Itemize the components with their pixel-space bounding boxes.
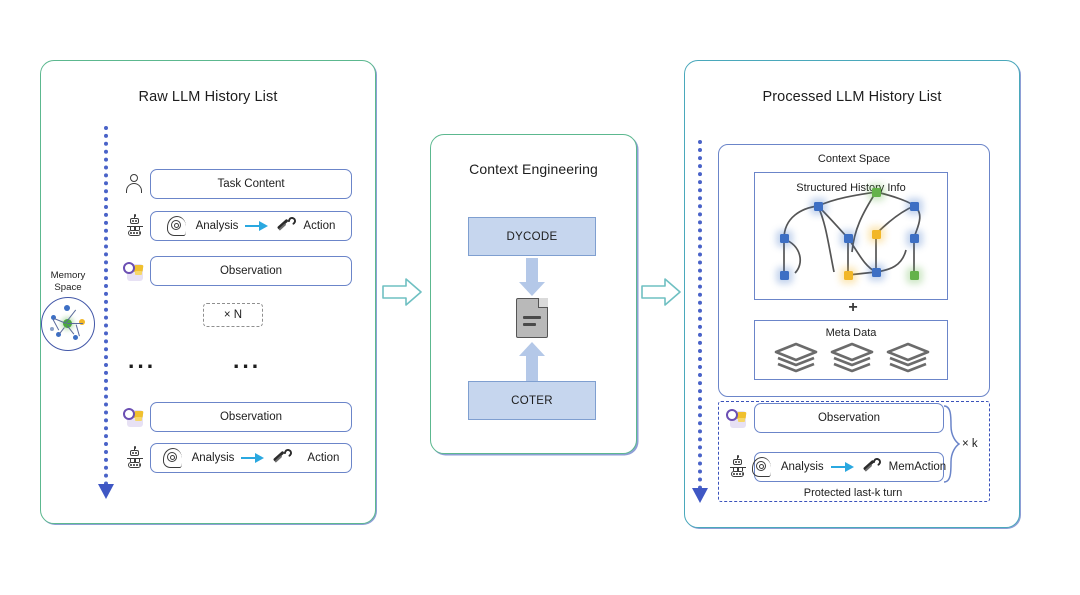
analysis-action-box[interactable]: Analysis Action	[150, 443, 352, 473]
brain-gear-icon	[166, 216, 189, 236]
meta-data-box: Meta Data	[754, 320, 948, 380]
pipeline-arrow-1	[382, 277, 422, 307]
observation-box[interactable]: Observation	[754, 403, 944, 433]
group-brace-icon	[942, 404, 961, 489]
person-icon	[119, 169, 149, 199]
wrench-icon	[276, 215, 298, 236]
task-content-box[interactable]: Task Content	[150, 169, 352, 199]
timeline-dots	[104, 126, 108, 486]
analysis-memaction-box[interactable]: Analysis MemAction	[751, 452, 947, 482]
list-item[interactable]: Task Content	[119, 169, 352, 199]
analysis-label: Analysis	[195, 220, 239, 232]
raw-history-title: Raw LLM History List	[138, 89, 278, 105]
action-label: Action	[307, 452, 340, 464]
robot-icon	[722, 452, 752, 482]
ellipsis-right: ...	[233, 347, 262, 373]
raw-history-timeline	[98, 126, 114, 499]
context-space-label: Context Space	[817, 153, 891, 165]
list-item[interactable]: Observation	[722, 403, 944, 433]
coter-block[interactable]: COTER	[468, 381, 596, 420]
processed-history-timeline	[692, 140, 708, 503]
layers-stack-icon	[886, 342, 930, 376]
action-label: Action	[303, 220, 336, 232]
memory-space-label-line1: Memory	[50, 270, 86, 281]
wrench-icon	[272, 447, 294, 468]
timeline-dots	[698, 140, 702, 490]
repeat-chip: × N	[203, 303, 263, 327]
meta-data-label: Meta Data	[825, 327, 877, 339]
wrench-icon	[862, 456, 883, 477]
list-item[interactable]: Analysis Action	[119, 443, 352, 473]
context-engineering-title: Context Engineering	[469, 161, 598, 177]
robot-icon	[119, 443, 149, 473]
observation-icon	[119, 402, 149, 432]
arrow-down-icon	[519, 258, 545, 296]
ellipsis-left: ...	[128, 347, 157, 373]
observation-box[interactable]: Observation	[150, 402, 352, 432]
document-icon	[516, 298, 548, 338]
brain-gear-icon	[162, 448, 185, 468]
protected-last-k-caption: Protected last-k turn	[803, 487, 903, 499]
memory-space: Memory Space	[40, 270, 96, 351]
memory-graph-icon	[41, 297, 95, 351]
observation-box[interactable]: Observation	[150, 256, 352, 286]
layers-stack-icon	[774, 342, 818, 376]
knowledge-graph-icon	[754, 172, 946, 298]
memory-space-label-line2: Space	[54, 281, 82, 293]
memaction-label: MemAction	[888, 461, 947, 473]
dycode-block[interactable]: DYCODE	[468, 217, 596, 256]
observation-icon	[722, 403, 752, 433]
timeline-arrow-icon	[692, 488, 708, 503]
layers-stack-icon	[830, 342, 874, 376]
analysis-action-box[interactable]: Analysis Action	[150, 211, 352, 241]
multiplier-label: × k	[962, 438, 978, 450]
arrow-right-icon	[241, 452, 265, 464]
analysis-label: Analysis	[780, 461, 824, 473]
timeline-arrow-icon	[98, 484, 114, 499]
brain-gear-icon	[751, 457, 774, 477]
processed-history-title: Processed LLM History List	[762, 89, 942, 105]
arrow-up-icon	[519, 342, 545, 382]
list-item[interactable]: Observation	[119, 256, 352, 286]
analysis-label: Analysis	[191, 452, 235, 464]
arrow-right-icon	[830, 461, 855, 473]
pipeline-arrow-2	[641, 277, 681, 307]
list-item[interactable]: Analysis MemAction	[722, 452, 947, 482]
robot-icon	[119, 211, 149, 241]
observation-icon	[119, 256, 149, 286]
list-item[interactable]: Observation	[119, 402, 352, 432]
list-item[interactable]: Analysis Action	[119, 211, 352, 241]
plus-symbol: +	[848, 299, 858, 316]
arrow-right-icon	[245, 220, 269, 232]
